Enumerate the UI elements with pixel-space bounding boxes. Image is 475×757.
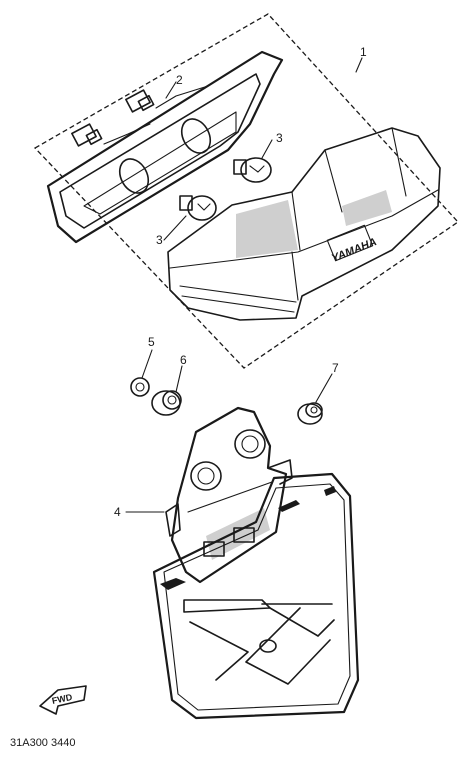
license-plate	[152, 472, 360, 720]
callout-2: 2	[176, 73, 183, 87]
grommet-small	[130, 377, 150, 397]
callout-1: 1	[360, 45, 367, 59]
callout-6: 6	[180, 353, 187, 367]
forward-arrow-icon: FWD	[39, 685, 87, 715]
license-bracket	[165, 406, 293, 584]
collar-nut	[297, 402, 323, 425]
bulb-upper	[233, 157, 272, 183]
bulb-lower	[179, 195, 217, 221]
callout-4: 4	[114, 505, 121, 519]
callout-5: 5	[148, 335, 155, 349]
socket-cord-assembly	[71, 85, 209, 147]
callout-3-upper: 3	[276, 131, 283, 145]
leader-lines	[125, 57, 363, 513]
grommet-large	[151, 390, 182, 416]
fwd-label: FWD	[51, 692, 74, 706]
assembly-boundary	[33, 13, 459, 369]
lamp-base-housing	[46, 50, 284, 244]
tail-lamp-lens: YAMAHA	[167, 127, 441, 321]
callout-7: 7	[332, 361, 339, 375]
callout-3-lower: 3	[156, 233, 163, 247]
figure-code: 31A300 3440	[10, 737, 75, 749]
